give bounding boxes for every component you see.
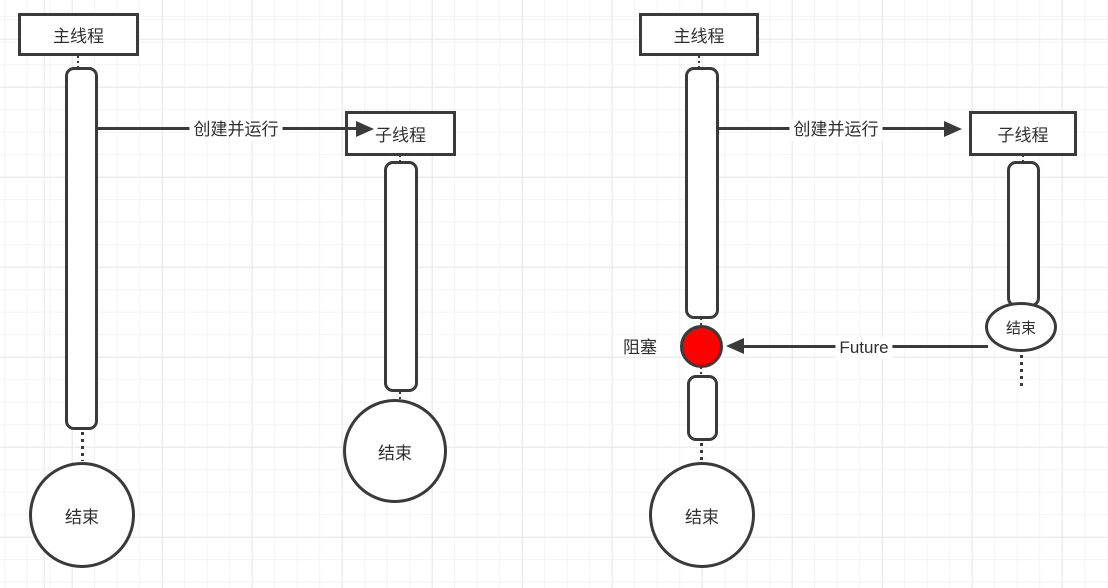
right-child-activation-bar — [1007, 161, 1040, 307]
right-main-end-circle: 结束 — [649, 462, 755, 568]
right-future-label: Future — [835, 337, 893, 359]
left-child-thread-label: 子线程 — [375, 126, 426, 145]
left-main-activation-bar — [65, 67, 98, 430]
right-create-run-label: 创建并运行 — [789, 119, 883, 141]
right-child-thread-label: 子线程 — [997, 126, 1049, 145]
right-main-thread-box: 主线程 — [639, 13, 759, 56]
right-blocked-bottom-connector — [700, 367, 702, 376]
right-main-dotted-line — [700, 443, 703, 461]
right-child-box-bar-connector — [1022, 155, 1024, 162]
left-main-end-circle: 结束 — [29, 462, 135, 568]
right-child-dotted-line — [1020, 355, 1023, 388]
right-blocked-top-connector — [700, 318, 702, 326]
left-child-end-circle: 结束 — [343, 399, 447, 503]
left-main-thread-label: 主线程 — [53, 27, 104, 46]
right-child-end-ellipse: 结束 — [985, 302, 1057, 352]
right-child-thread-box: 子线程 — [969, 111, 1077, 156]
left-create-run-label: 创建并运行 — [189, 119, 283, 141]
right-main-thread-label: 主线程 — [673, 27, 725, 46]
left-main-box-bar-connector — [77, 56, 79, 68]
right-create-run-arrowhead-icon — [944, 121, 962, 137]
left-main-dotted-line — [81, 432, 84, 461]
right-child-end-label: 结束 — [1005, 319, 1036, 337]
left-child-bar-end-connector — [399, 392, 401, 399]
right-blocked-label: 阻塞 — [623, 338, 657, 357]
left-child-activation-bar — [384, 161, 418, 392]
left-main-thread-box: 主线程 — [18, 13, 139, 56]
left-child-end-label: 结束 — [378, 443, 412, 463]
right-main-activation-bar-top — [685, 67, 719, 319]
right-main-activation-bar-bottom — [687, 375, 718, 441]
right-main-box-bar-connector — [698, 56, 700, 68]
right-future-arrowhead-icon — [726, 338, 744, 354]
right-blocked-circle — [680, 325, 723, 368]
left-main-end-label: 结束 — [65, 507, 99, 527]
left-child-box-bar-connector — [399, 155, 401, 162]
left-create-run-arrowhead-icon — [356, 121, 374, 137]
right-main-end-label: 结束 — [685, 507, 719, 527]
